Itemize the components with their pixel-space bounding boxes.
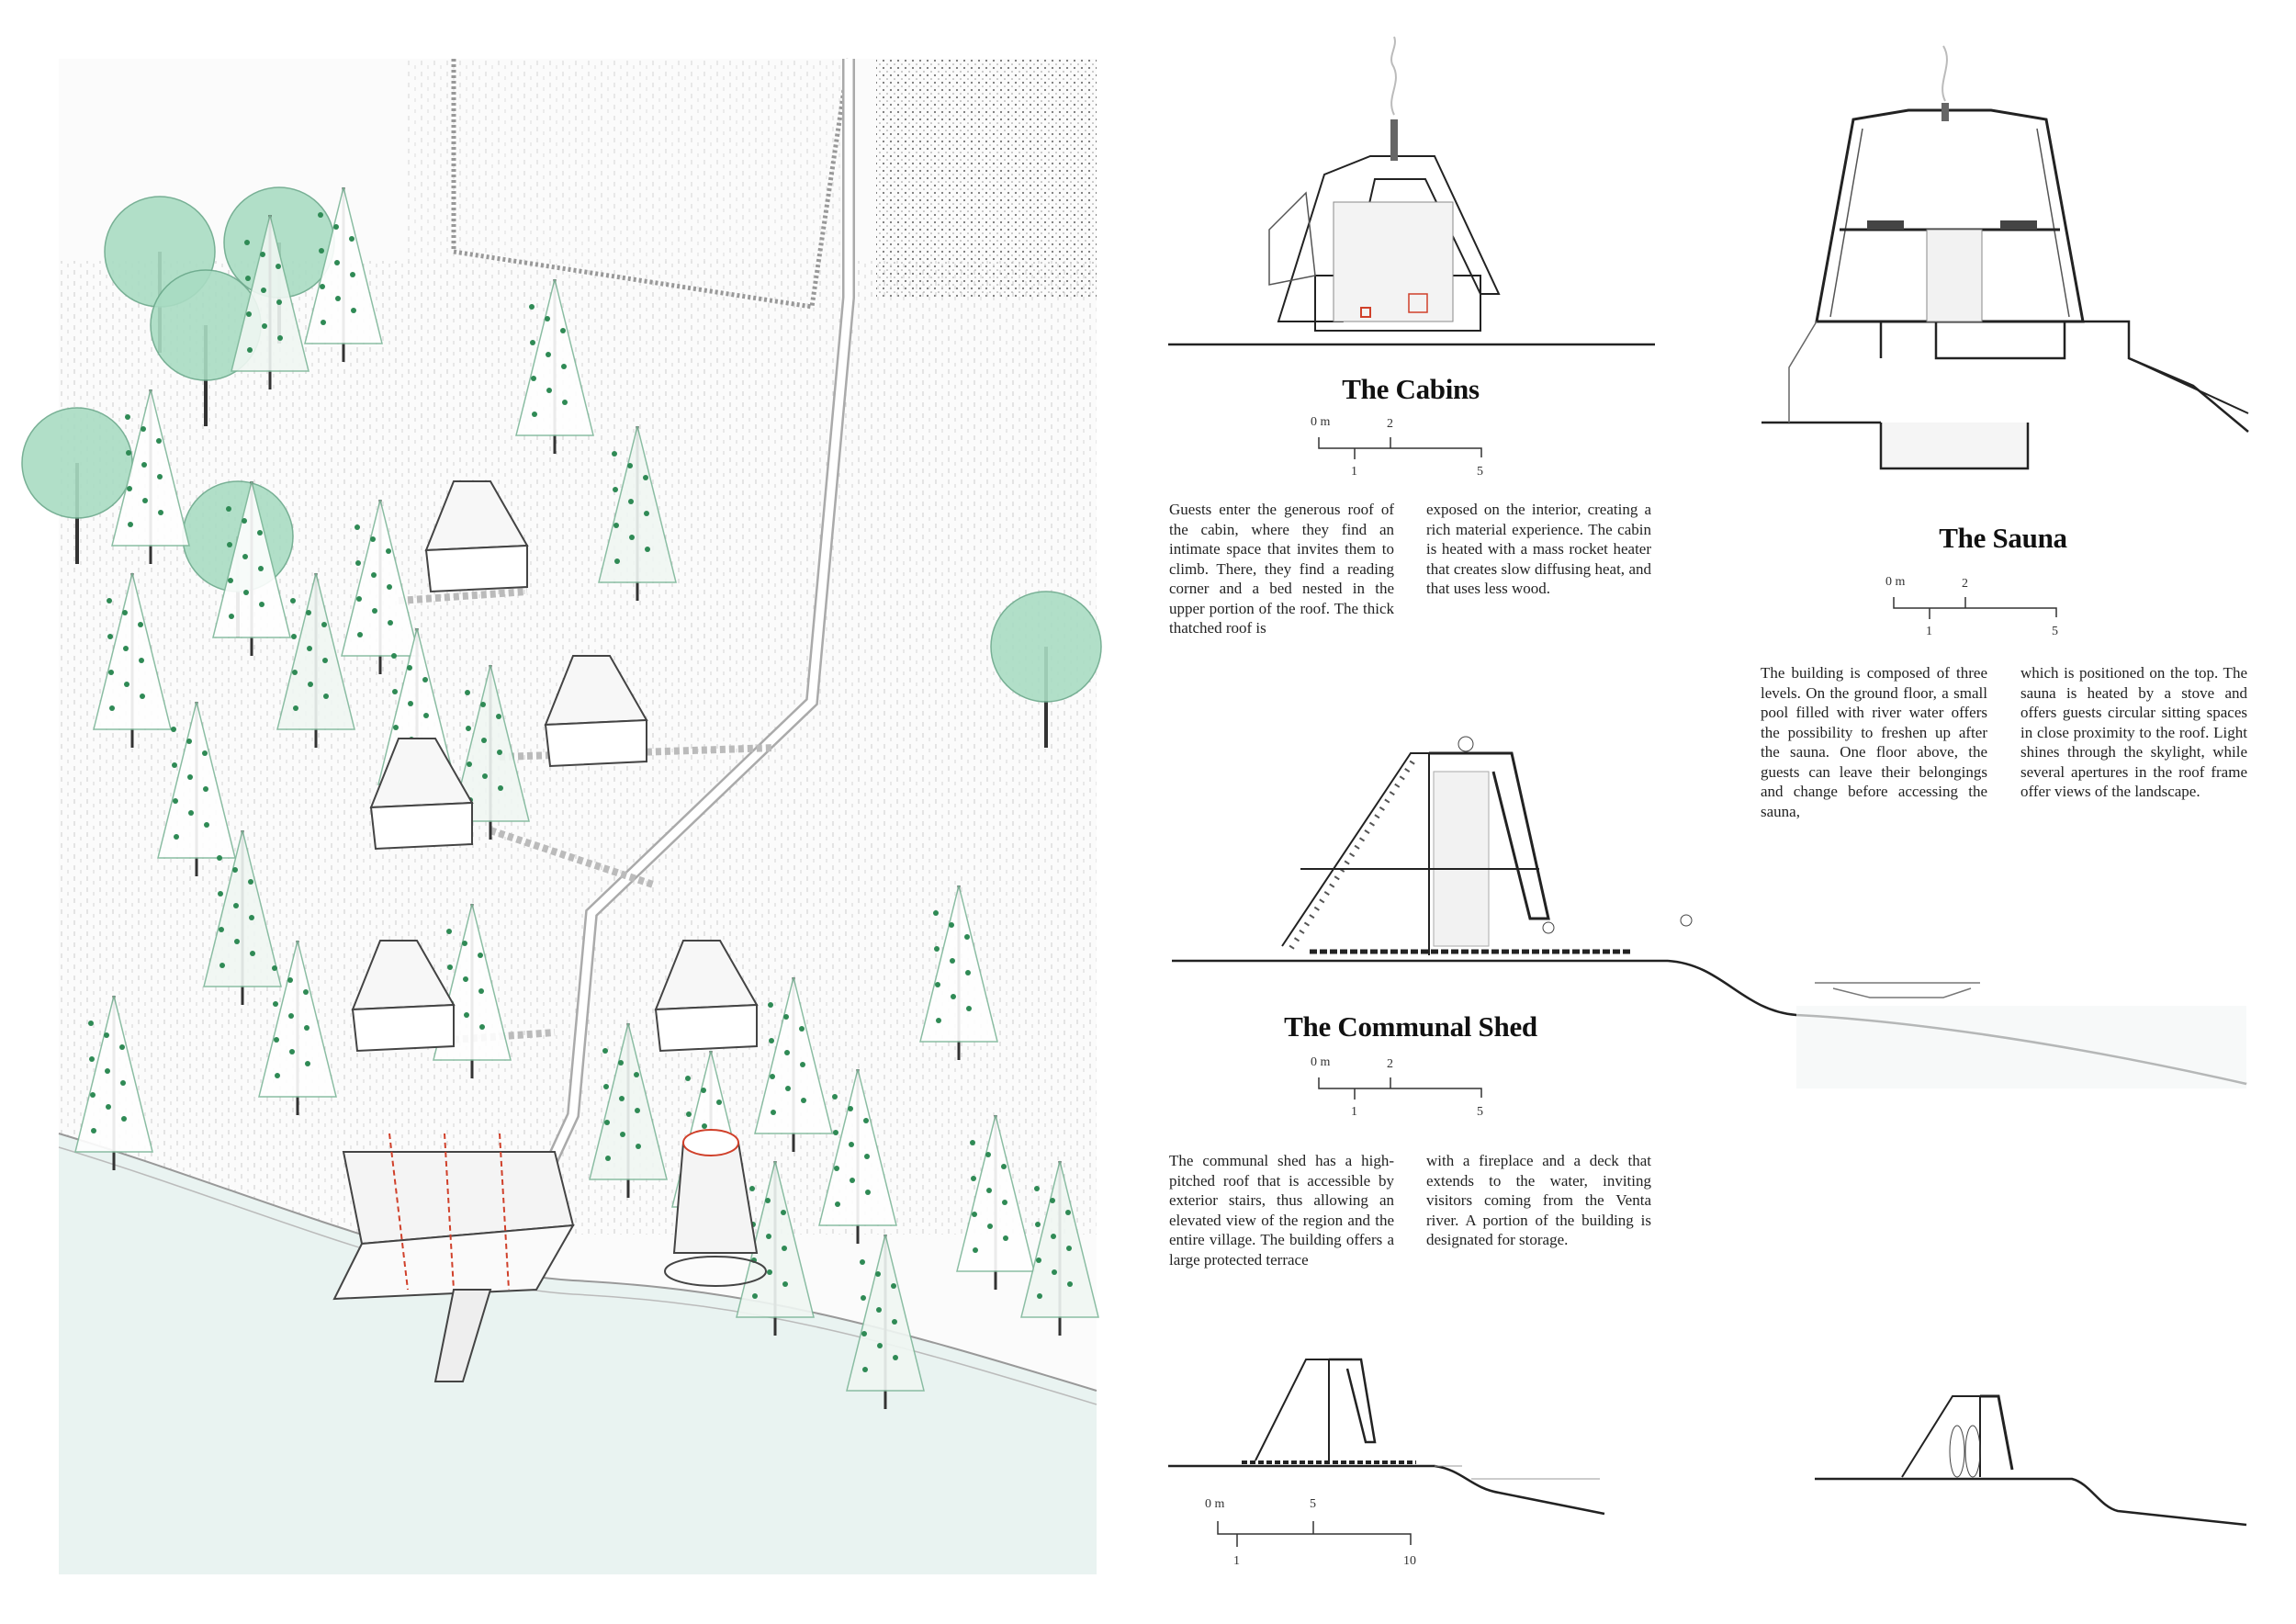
site-section-sauna [1815,1394,2247,1527]
scale-label-2: 2 [1387,417,1393,431]
conifer-tree [203,829,282,1005]
conifer-tree [846,1234,925,1409]
scale-label-2: 2 [1962,577,1968,591]
sauna-section-drawing [1761,45,2249,470]
cabin-section-drawing [1168,36,1655,346]
scale-label-0: 0 m [1311,1055,1331,1069]
conifer-tree [451,664,530,840]
scale-label-0: 0 m [1885,575,1906,589]
scale-bar-lines [1217,1521,1412,1547]
scale-label-1: 1 [1233,1554,1240,1568]
scale-bar-lines [1893,597,2057,619]
fenced-field [451,58,851,310]
site-section-scale-bar: 0 m 5 1 10 [1203,1494,1442,1576]
site-section-communal-shed [1168,1358,1605,1516]
river-water [59,1133,1097,1574]
cabins-description-col1: Guests enter the generous roof of the ca… [1169,501,1394,637]
scale-label-0: 0 m [1205,1497,1225,1511]
communal-shed-section-drawing [1172,736,2247,1088]
sauna-description-col2: which is positioned on the top. The saun… [2020,664,2247,800]
cabins-on-site [351,480,759,1053]
conifer-tree [598,425,677,601]
sauna-on-site [664,1129,767,1287]
conifer-tree [74,995,153,1170]
cabin [369,738,474,851]
sauna-scale-bar: 0 m 2 1 5 [1879,571,2118,645]
dark-meadow-patch [876,59,1097,298]
scale-label-5: 5 [1310,1497,1316,1511]
conifer-tree [304,186,383,362]
communal-shed-description-col1: The communal shed has a high-pitched roo… [1169,1152,1394,1269]
conifer-tree [111,389,190,564]
conifer-tree [93,572,172,748]
conifer-tree [919,885,998,1060]
sauna-title: The Sauna [1939,522,2067,554]
scale-label-1: 1 [1926,625,1932,638]
deciduous-tree [990,591,1102,748]
conifer-tree [258,940,337,1115]
scale-label-5: 5 [2052,625,2058,638]
conifer-tree [157,701,236,876]
communal-shed-title: The Communal Shed [1284,1010,1537,1043]
conifer-tree [515,278,594,454]
cabins-description-col2: exposed on the interior, creating a rich… [1426,501,1651,597]
conifer-tree [1020,1160,1099,1336]
conifer-tree [736,1160,815,1336]
scale-label-5: 5 [1477,465,1483,479]
conifer-tree [956,1114,1035,1290]
trees [21,186,1102,1409]
scale-label-0: 0 m [1311,415,1331,429]
scale-label-1: 1 [1351,1105,1357,1119]
communal-shed-description-col2: with a fireplace and a deck that extends… [1426,1152,1651,1248]
sauna-description-col1: The building is composed of three levels… [1761,664,1987,820]
scale-label-10: 10 [1403,1554,1416,1568]
scale-bar-lines [1318,1077,1482,1100]
conifer-tree [231,214,310,389]
cabin [544,655,648,768]
cabin [424,480,529,593]
scale-bar-lines [1318,437,1482,459]
communal-shed-on-site [332,1133,575,1382]
communal-shed-scale-bar: 0 m 2 1 5 [1304,1052,1543,1125]
cabin [351,940,456,1053]
scale-label-1: 1 [1351,465,1357,479]
conifer-tree [589,1022,668,1198]
conifer-tree [276,572,355,748]
conifer-tree [818,1068,897,1244]
cabin [654,940,759,1053]
cabins-title: The Cabins [1342,373,1480,405]
riverbank [58,1133,1097,1392]
scale-label-2: 2 [1387,1057,1393,1071]
conifer-tree [754,976,833,1152]
conifer-tree [212,480,291,656]
site-plan-axonometric [21,58,1102,1574]
conifer-tree [341,499,420,674]
scale-label-5: 5 [1477,1105,1483,1119]
cabins-scale-bar: 0 m 2 1 5 [1304,412,1543,485]
